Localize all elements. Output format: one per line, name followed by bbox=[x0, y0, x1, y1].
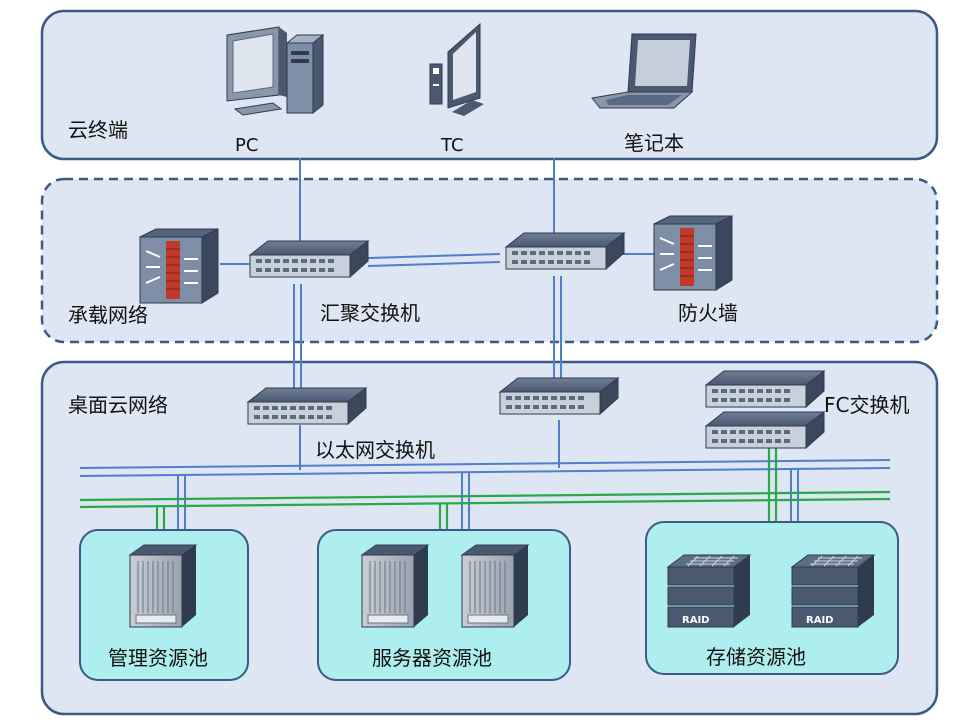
aggregation-switch-left-icon bbox=[249, 240, 369, 278]
raid-1-icon: RAID bbox=[667, 554, 751, 628]
fc-links bbox=[79, 446, 891, 530]
desktop-cloud-label: 桌面云网络 bbox=[68, 393, 168, 417]
cloud-terminal-zone bbox=[40, 9, 939, 161]
fc-switch-label: FC交换机 bbox=[824, 393, 909, 417]
firewall-right-icon bbox=[653, 215, 733, 291]
tc-icon bbox=[429, 22, 484, 116]
fc-switch-top-icon bbox=[705, 370, 825, 408]
storage-pool-label: 存储资源池 bbox=[706, 645, 806, 669]
raid-2-icon: RAID bbox=[791, 554, 875, 628]
firewall-label: 防火墙 bbox=[678, 301, 738, 325]
ethernet-switch-left-icon bbox=[247, 387, 367, 425]
laptop-icon bbox=[591, 33, 697, 109]
bearer-network-label: 承载网络 bbox=[68, 303, 148, 327]
management-pool-label: 管理资源池 bbox=[108, 646, 208, 670]
management-server-icon bbox=[129, 544, 197, 628]
raid-2-label: RAID bbox=[806, 615, 833, 626]
aggregation-switch-right-icon bbox=[505, 232, 625, 270]
pc-icon bbox=[226, 26, 325, 116]
server-pool-label: 服务器资源池 bbox=[372, 646, 492, 670]
ethernet-switch-label: 以太网交换机 bbox=[315, 438, 435, 462]
fc-switch-bottom-icon bbox=[705, 411, 825, 449]
firewall-left-icon bbox=[139, 228, 219, 304]
ethernet-links bbox=[79, 158, 891, 530]
raid-1-label: RAID bbox=[682, 615, 709, 626]
ethernet-switch-right-icon bbox=[499, 377, 619, 415]
laptop-label: 笔记本 bbox=[624, 131, 684, 155]
tc-label: TC bbox=[440, 135, 464, 156]
cloud-terminal-label: 云终端 bbox=[68, 118, 128, 142]
server-1-icon bbox=[361, 544, 429, 628]
server-2-icon bbox=[461, 544, 529, 628]
aggregation-switch-label: 汇聚交换机 bbox=[320, 301, 420, 325]
pc-label: PC bbox=[235, 135, 258, 156]
